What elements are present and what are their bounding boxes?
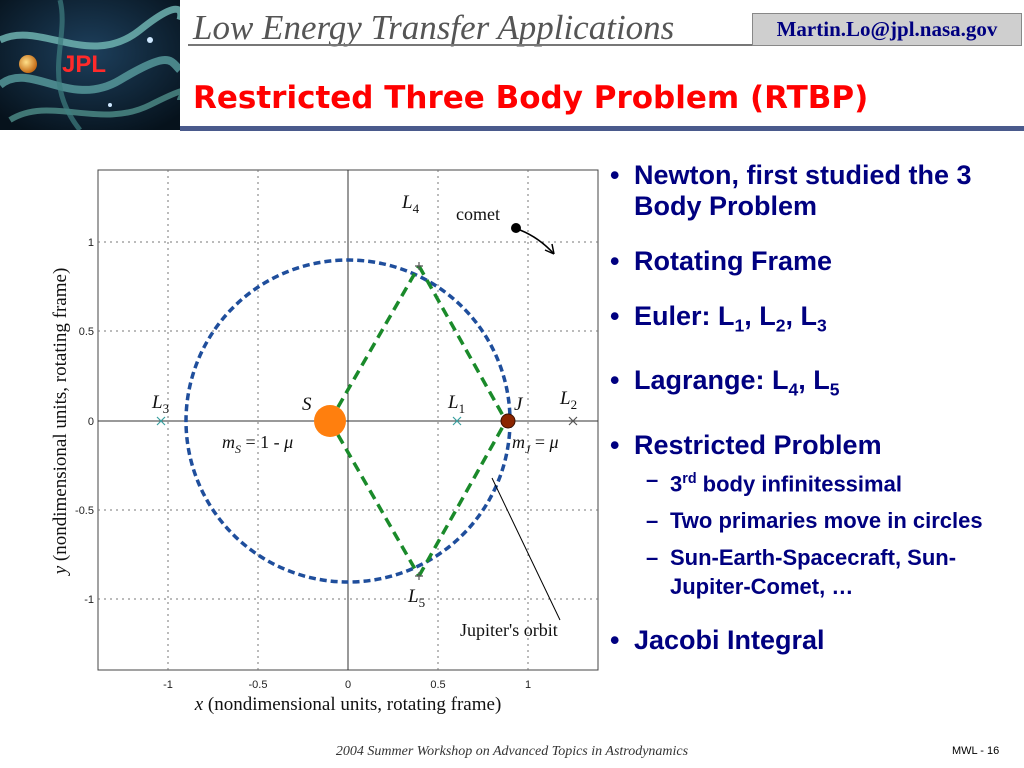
comet-trajectory [519, 229, 555, 255]
l2-marker [568, 416, 578, 426]
bullet-glyph: • [610, 160, 620, 190]
label-l3: L3 [151, 392, 169, 416]
l5-marker [415, 572, 423, 580]
sub-bullet-primaries: –Two primaries move in circles [646, 508, 983, 534]
label-comet: comet [456, 204, 500, 224]
x-axis-label: x (nondimensional units, rotating frame) [194, 694, 502, 715]
l3-marker [156, 416, 166, 426]
x-tick-label: -0.5 [249, 679, 268, 691]
l4-marker [415, 262, 423, 270]
y-axis-label: y (nondimensional units, rotating frame) [50, 268, 71, 577]
rtbp-plot: -1 -0.5 0 0.5 1 1 0.5 0 -0.5 -1 x (nondi… [50, 169, 599, 715]
rtbp-figure: -1 -0.5 0 0.5 1 1 0.5 0 -0.5 -1 x (nondi… [40, 158, 600, 718]
orbit-pointer-line [491, 477, 561, 621]
bullet-glyph: • [610, 365, 620, 396]
y-tick-label: 0 [88, 416, 94, 428]
y-tick-label: 1 [88, 237, 94, 249]
header-subtitle: Low Energy Transfer Applications [193, 8, 675, 47]
x-tick-label: 1 [525, 679, 531, 691]
comet-arrow-icon [544, 243, 555, 255]
bullet-newton: •Newton, first studied the 3 Body Proble… [610, 160, 972, 221]
jpl-logo-text: JPL [62, 51, 106, 78]
bullet-glyph: • [610, 246, 620, 276]
slide-title: Restricted Three Body Problem (RTBP) [193, 80, 869, 116]
jupiter-marker [500, 413, 516, 429]
label-jupiter-orbit: Jupiter's orbit [460, 620, 558, 640]
bullet-euler: •Euler: L1, L2, L3 [610, 301, 827, 336]
footer-text: 2004 Summer Workshop on Advanced Topics … [335, 744, 689, 759]
sun-marker [314, 405, 346, 437]
page-number: MWL - 16 [952, 745, 1000, 757]
bullet-list: •Newton, first studied the 3 Body Proble… [608, 160, 1018, 680]
label-s: S [302, 394, 312, 415]
bullet-rotating-frame: •Rotating Frame [610, 246, 833, 276]
x-tick-label: 0.5 [430, 679, 445, 691]
sub-bullet-infinitessimal: –3rd body infinitessimal [646, 466, 902, 497]
y-tick-label: 0.5 [79, 326, 94, 338]
label-l5: L5 [407, 586, 425, 610]
label-l4: L4 [401, 192, 420, 216]
lagrange-markers [156, 416, 462, 426]
y-tick-label: -1 [84, 594, 94, 606]
label-l1: L1 [447, 392, 465, 416]
bullet-glyph: • [610, 429, 620, 460]
x-tick-label: 0 [345, 679, 351, 691]
label-sun-mass: mS = 1 - μ [222, 432, 293, 456]
jpl-logo-graphic: JPL [0, 0, 180, 130]
label-jupiter-mass: mJ = μ [512, 432, 559, 456]
label-j: J [514, 394, 524, 415]
x-tick-label: -1 [163, 679, 173, 691]
l1-marker [452, 416, 462, 426]
bullet-lagrange: •Lagrange: L4, L5 [610, 365, 840, 400]
sub-bullet-list: –3rd body infinitessimal –Two primaries … [634, 465, 1018, 601]
author-email: Martin.Lo@jpl.nasa.gov [752, 13, 1022, 46]
bullet-glyph: • [610, 301, 620, 331]
jpl-logo: JPL [0, 0, 180, 130]
title-rule [180, 126, 1024, 131]
lagrange-triangles [328, 265, 508, 577]
y-tick-label: -0.5 [75, 505, 94, 517]
bullet-jacobi: •Jacobi Integral [610, 625, 825, 656]
bullet-glyph: • [610, 625, 620, 656]
header-rule [188, 44, 752, 46]
label-l2: L2 [559, 388, 577, 412]
sub-bullet-examples: –Sun-Earth-Spacecraft, Sun-Jupiter-Comet… [646, 545, 957, 600]
bullet-restricted-problem: •Restricted Problem –3rd body infinitess… [608, 430, 1018, 601]
comet-marker [511, 223, 521, 233]
